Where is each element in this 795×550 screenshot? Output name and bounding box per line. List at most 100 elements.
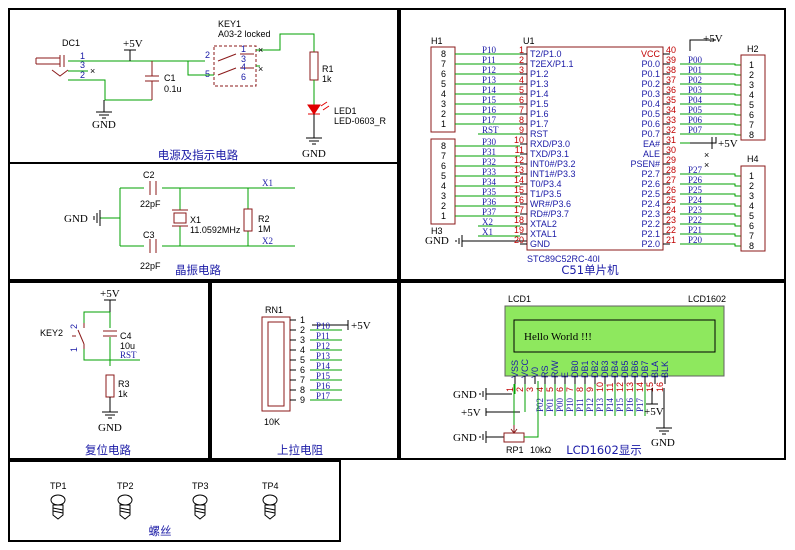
u1-pin-name-10: RXD/P3.0: [530, 139, 570, 149]
vcc-symbol-pullup: +5V: [342, 320, 371, 332]
u1-pin-num-12: 12: [514, 155, 524, 165]
key2-ref: KEY2: [40, 328, 63, 338]
u1-pin-num-5: 5: [519, 85, 524, 95]
u1-net-wire: [680, 73, 741, 76]
screw-section-frame: [8, 460, 341, 542]
u1-net-wire: [680, 183, 741, 187]
lcd-pin-num-2: 2: [515, 387, 525, 392]
gnd-symbol-led: GND: [302, 114, 326, 160]
rn1-pin-9: 9: [300, 395, 305, 405]
rn1-net-p16: P16: [316, 381, 331, 391]
power-section-title: 电源及指示电路: [158, 148, 239, 162]
vcc-label-lcd1: +5V: [461, 407, 481, 419]
u1-pin-num-3: 3: [519, 65, 524, 75]
h2-pin-8: 8: [749, 130, 754, 140]
vcc-label-ea: +5V: [718, 138, 738, 150]
u1-pin-num-34: 34: [666, 105, 676, 115]
screw-tp4: TP4: [262, 481, 279, 520]
u1-net-p20: P20: [688, 235, 703, 245]
lcd-pin-name-3: V0: [530, 367, 540, 378]
lcd-pin-num-6: 6: [555, 387, 565, 392]
h3-net-p31: P31: [482, 147, 496, 157]
rp1-value: 10kΩ: [530, 445, 552, 455]
gnd-label-lcd1: GND: [453, 389, 477, 401]
u1-pin-num-11: 11: [515, 145, 524, 155]
lcd-pin-num-14: 14: [635, 382, 645, 392]
r1-ref: R1: [322, 64, 334, 74]
gnd-symbol-lcd1: GND: [453, 388, 512, 401]
u1-net-p05: P05: [688, 105, 703, 115]
h3-net-x1: X1: [482, 227, 493, 237]
u1-pin-name-7: P1.6: [530, 109, 549, 119]
lcd-net-p02: P02: [535, 398, 545, 412]
gnd-symbol-power: GND: [92, 100, 116, 131]
screw-thread-icon: [52, 504, 64, 520]
lcd-pin-name-15: BLA: [650, 361, 660, 378]
lcd-section-title: LCD1602显示: [566, 443, 642, 457]
u1-pin-num-40: 40: [666, 45, 676, 55]
h1-net-p17: P17: [482, 115, 497, 125]
u1-pin-name-20: GND: [530, 239, 551, 249]
x1-ref: X1: [190, 215, 201, 225]
u1-net-p03: P03: [688, 85, 703, 95]
c3-ref: C3: [143, 230, 155, 240]
u1-pin-name-24: P2.3: [641, 209, 660, 219]
lcd-net-p15: P15: [615, 397, 625, 412]
dc-jack: DC1 1 3 2: [35, 38, 85, 80]
u1-net-wire: [680, 133, 741, 136]
u1-pin-num-20: 20: [514, 235, 524, 245]
h1-pin-7: 7: [441, 59, 446, 69]
vcc-label-power: +5V: [123, 38, 143, 50]
key1-pin-2: 2: [205, 50, 210, 60]
u1-pin-name-33: P0.6: [641, 119, 660, 129]
h3-pin-8: 8: [441, 141, 446, 151]
lcd-net-p00: P00: [555, 397, 565, 412]
r3-ref: R3: [118, 379, 130, 389]
h3-pin-2: 2: [441, 201, 446, 211]
capacitor-c1: C1 0.1u: [145, 61, 182, 100]
screw-label: TP2: [117, 481, 134, 491]
u1-net-p23: P23: [688, 205, 703, 215]
u1-net-wire: [680, 243, 741, 247]
crystal-x1: X1 11.0592MHz: [172, 209, 241, 235]
key1-value: A03-2 locked: [218, 29, 271, 39]
u1-pin-num-21: 21: [666, 235, 676, 245]
u1-pin-num-23: 23: [666, 215, 676, 225]
rn1-pin-5: 5: [300, 355, 305, 365]
lcd-pin-num-15: 15: [645, 382, 655, 392]
lcd-pin-num-4: 4: [535, 387, 545, 392]
switch-key1: KEY1 A03-2 locked 2 1 3 5 4 6: [205, 19, 271, 87]
h1-pin-1: 1: [441, 119, 446, 129]
lcd-pin-name-1: VSS: [510, 360, 520, 378]
h4-pin-6: 6: [749, 221, 754, 231]
lcd-pin-num-11: 11: [605, 383, 615, 392]
u1-pin-num-9: 9: [519, 125, 524, 135]
screw-thread-icon: [264, 504, 276, 520]
u1-pin-name-17: RD#/P3.7: [530, 209, 569, 219]
vcc-label-reset: +5V: [100, 288, 120, 300]
mcu-section-title: C51单片机: [561, 263, 619, 277]
u1-pin-name-29: PSEN#: [630, 159, 660, 169]
u1-pin-name-22: P2.1: [641, 229, 660, 239]
u1-pin-num-30: 30: [666, 145, 676, 155]
power-section-frame: [8, 8, 399, 164]
resistor-r1: R1 1k: [309, 51, 334, 84]
key1-pin-4: 4: [241, 62, 246, 72]
vcc-label-pullup: +5V: [351, 320, 371, 332]
h3-ref: H3: [431, 226, 443, 236]
u1-pin-num-26: 26: [666, 185, 676, 195]
u1-net-wire: [680, 173, 741, 177]
vcc-label-mcu: +5V: [703, 33, 723, 45]
u1-pin-num-36: 36: [666, 85, 676, 95]
led1-ref: LED1: [334, 106, 357, 116]
lcd-net-p17: P17: [635, 397, 645, 412]
rn1-net-p11: P11: [316, 331, 330, 341]
resistor-r2: R2 1M: [243, 208, 271, 234]
h1-net-p13: P13: [482, 75, 497, 85]
u1-pin-name-27: P2.6: [641, 179, 660, 189]
rn1-net-p15: P15: [316, 371, 331, 381]
h3-net-p30: P30: [482, 137, 497, 147]
u1-pin-num-17: 17: [514, 205, 524, 215]
